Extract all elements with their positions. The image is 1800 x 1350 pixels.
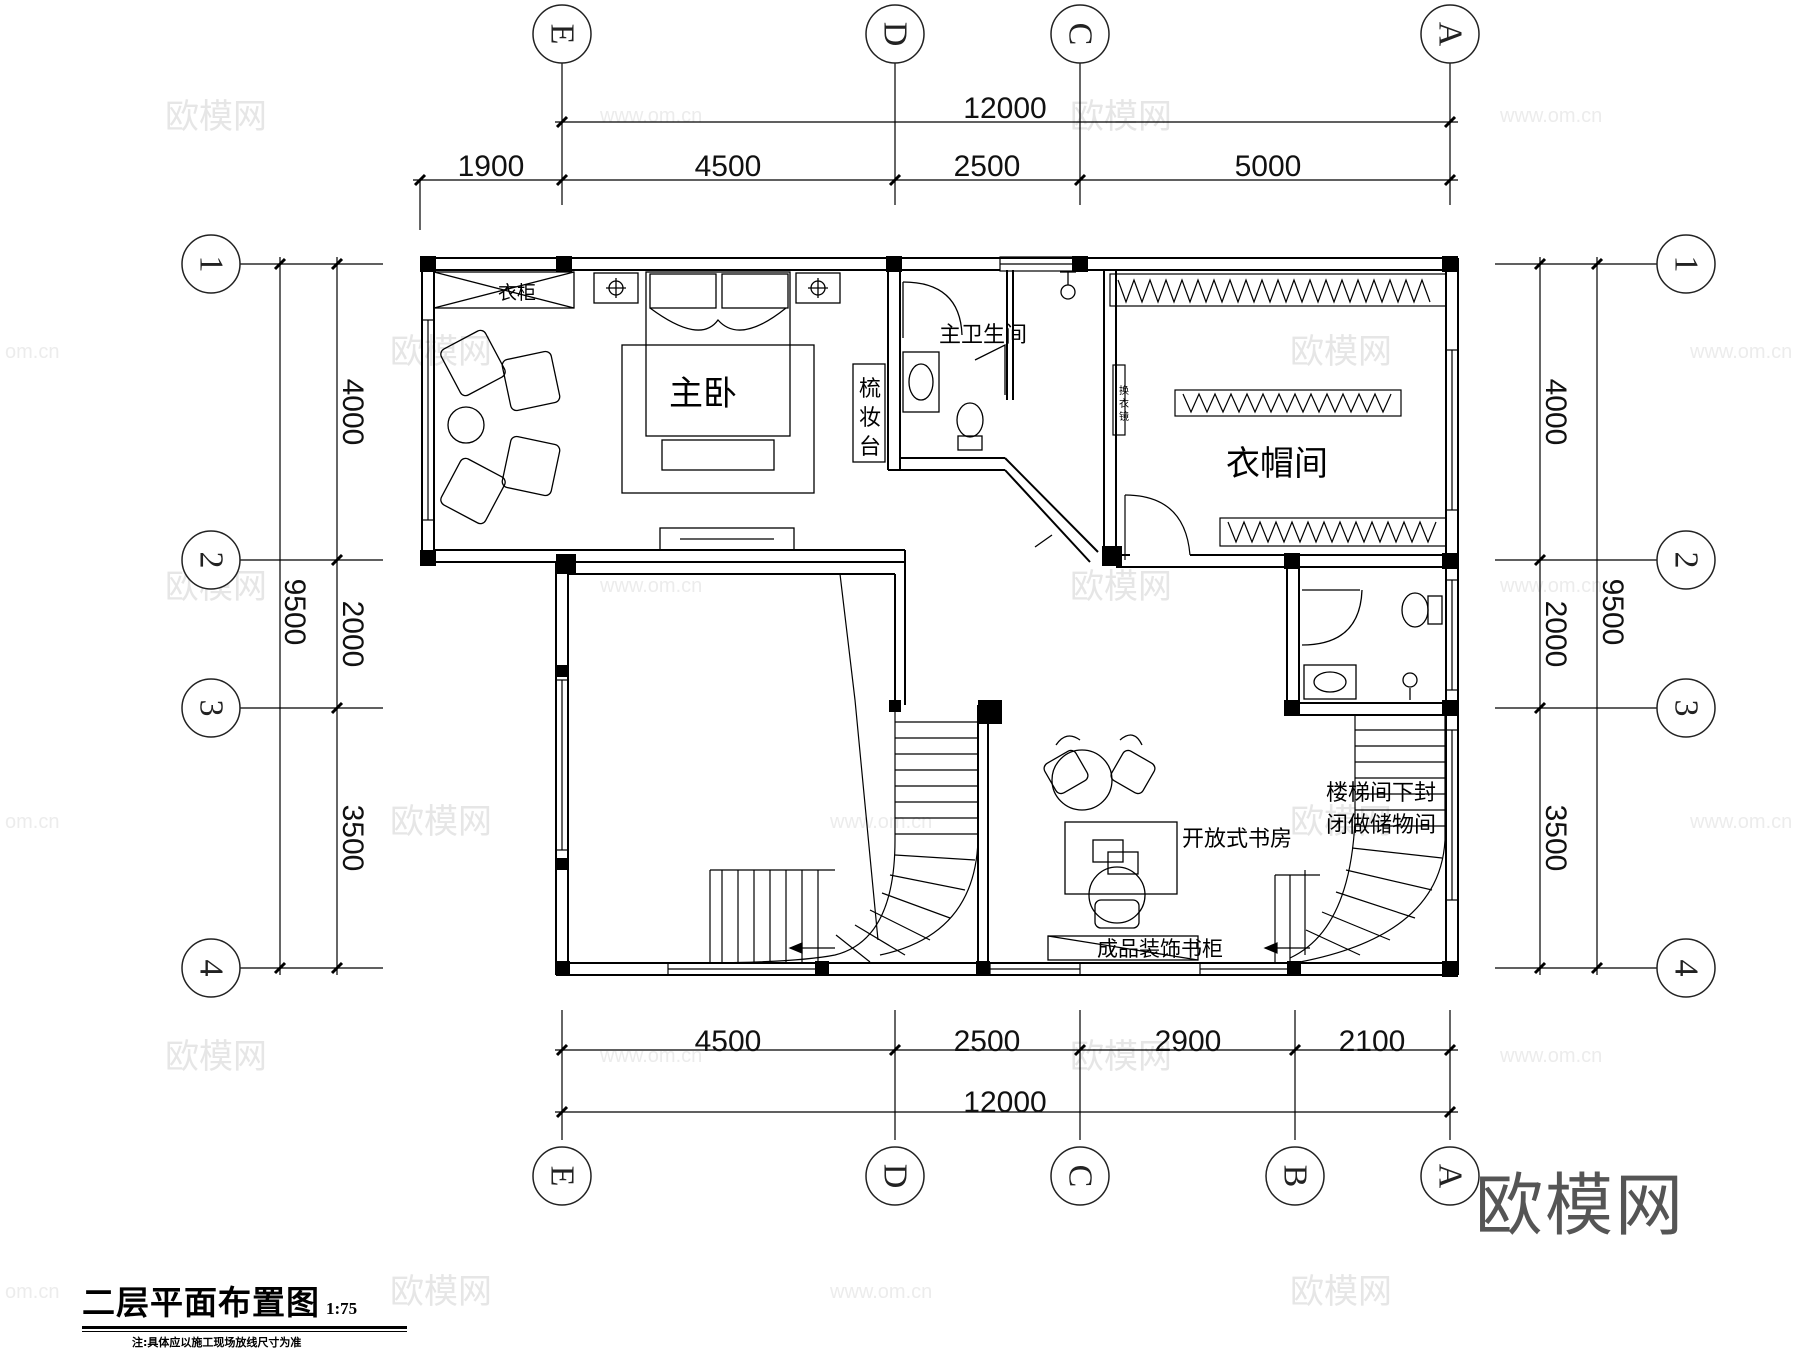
label-open-study: 开放式书房: [1182, 827, 1292, 852]
axis-label-right: 2: [1668, 552, 1705, 569]
axis-label-bottom: D: [877, 1164, 914, 1189]
dim-right-segment: 4000: [1539, 379, 1572, 446]
dimension-ticks: [273, 115, 1604, 1119]
drawing-note: 注:具体应以施工现场放线尺寸为准: [132, 1336, 302, 1349]
axis-label-left: 4: [193, 960, 230, 977]
label-wardrobe: 衣柜: [498, 282, 536, 304]
watermark-url: www.om.cn: [599, 105, 702, 127]
title-underline-thin: [82, 1331, 407, 1332]
axis-label-bottom: E: [544, 1166, 581, 1187]
dim-top-segment: 2500: [954, 150, 1021, 183]
dim-right-total: 9500: [1596, 579, 1629, 646]
watermark-url: om.cn: [5, 811, 59, 833]
dim-top-segment: 5000: [1235, 150, 1302, 183]
dim-left-segment: 3500: [336, 805, 369, 872]
master-bath-fixtures: [902, 271, 1076, 548]
dim-left-total: 9500: [278, 579, 311, 646]
dim-bottom-segment: 2500: [954, 1025, 1021, 1058]
brand-logo-watermark: 欧模网: [1475, 1167, 1686, 1246]
dim-left-segment: 2000: [336, 601, 369, 668]
drawing-title-block: 二层平面布置图 1:75 注:具体应以施工现场放线尺寸为准: [82, 1276, 412, 1350]
master-bedroom-furniture: [433, 271, 886, 551]
label-stair-storage-1: 楼梯间下封: [1326, 781, 1436, 806]
watermark-brand: 欧模网: [390, 1272, 492, 1312]
watermark-brand: 欧模网: [1070, 567, 1172, 607]
axis-label-left: 1: [193, 256, 230, 273]
axis-label-bottom: A: [1432, 1164, 1469, 1189]
dim-left-segment: 4000: [336, 379, 369, 446]
label-dressing-table-2: 妆: [859, 406, 881, 431]
watermark-brand: 欧模网: [1070, 1037, 1172, 1077]
dim-right-segment: 3500: [1539, 805, 1572, 872]
watermark-url: www.om.cn: [1689, 341, 1792, 363]
label-dressing-table-3: 台: [859, 435, 881, 460]
label-master-bathroom: 主卫生间: [939, 323, 1027, 348]
watermark-url: www.om.cn: [599, 1045, 702, 1067]
label-cloakroom: 衣帽间: [1226, 444, 1328, 484]
watermark-brand: 欧模网: [1070, 97, 1172, 137]
axis-label-left: 3: [193, 700, 230, 717]
label-changing-mirror-1: 换: [1119, 384, 1129, 397]
drawing-scale: 1:75: [326, 1299, 358, 1318]
watermark-url: www.om.cn: [1499, 105, 1602, 127]
label-changing-mirror-3: 镜: [1119, 410, 1129, 423]
label-dressing-table-1: 梳: [859, 377, 881, 402]
dim-bottom-segment: 2900: [1155, 1025, 1222, 1058]
watermark-brand: 欧模网: [165, 97, 267, 137]
axis-label-bottom: B: [1277, 1165, 1314, 1188]
watermark-url: www.om.cn: [829, 1281, 932, 1303]
watermark-url: om.cn: [5, 1281, 59, 1303]
watermark-url: www.om.cn: [1689, 811, 1792, 833]
axis-bubbles: [181, 4, 1716, 1206]
watermark-url: www.om.cn: [599, 575, 702, 597]
label-stair-storage-2: 闭做储物间: [1326, 813, 1436, 838]
watermark-url: www.om.cn: [829, 811, 932, 833]
dim-bottom-total: 12000: [963, 1086, 1046, 1119]
label-master-bedroom: 主卧: [669, 374, 737, 414]
dim-bottom-segment: 4500: [695, 1025, 762, 1058]
study-furniture: [1043, 734, 1199, 961]
watermark-url: om.cn: [5, 341, 59, 363]
axis-label-left: 2: [193, 552, 230, 569]
axis-label-top: D: [877, 22, 914, 47]
second-bath-fixtures: [1301, 589, 1443, 700]
drawing-title: 二层平面布置图: [82, 1283, 320, 1322]
dim-top-segment: 4500: [695, 150, 762, 183]
right-stair: [1263, 715, 1446, 963]
dimension-lines: [279, 121, 1598, 1113]
label-bookcase: 成品装饰书柜: [1097, 937, 1223, 961]
title-underline-thick: [82, 1326, 407, 1329]
watermark-url: www.om.cn: [1499, 1045, 1602, 1067]
axis-label-right: 1: [1668, 256, 1705, 273]
watermark-brand: 欧模网: [1290, 1272, 1392, 1312]
left-stair: [709, 573, 979, 964]
axis-label-top: E: [544, 24, 581, 45]
axis-label-right: 3: [1668, 700, 1705, 717]
watermark-brand: 欧模网: [1290, 802, 1392, 842]
axis-label-top: A: [1432, 22, 1469, 47]
dim-top-total: 12000: [963, 92, 1046, 125]
watermark-brand: 欧模网: [165, 1037, 267, 1077]
dim-bottom-segment: 2100: [1339, 1025, 1406, 1058]
dim-right-segment: 2000: [1539, 601, 1572, 668]
watermark-brand: 欧模网: [1290, 332, 1392, 372]
cloakroom-fixtures: [1109, 273, 1447, 560]
structural-columns: [420, 256, 1458, 977]
watermark-brand: 欧模网: [390, 802, 492, 842]
label-changing-mirror-2: 衣: [1119, 397, 1129, 410]
axis-label-right: 4: [1668, 960, 1705, 977]
axis-label-bottom: C: [1062, 1165, 1099, 1188]
watermark-url: www.om.cn: [1499, 575, 1602, 597]
dim-top-segment: 1900: [458, 150, 525, 183]
axis-label-top: C: [1062, 23, 1099, 46]
